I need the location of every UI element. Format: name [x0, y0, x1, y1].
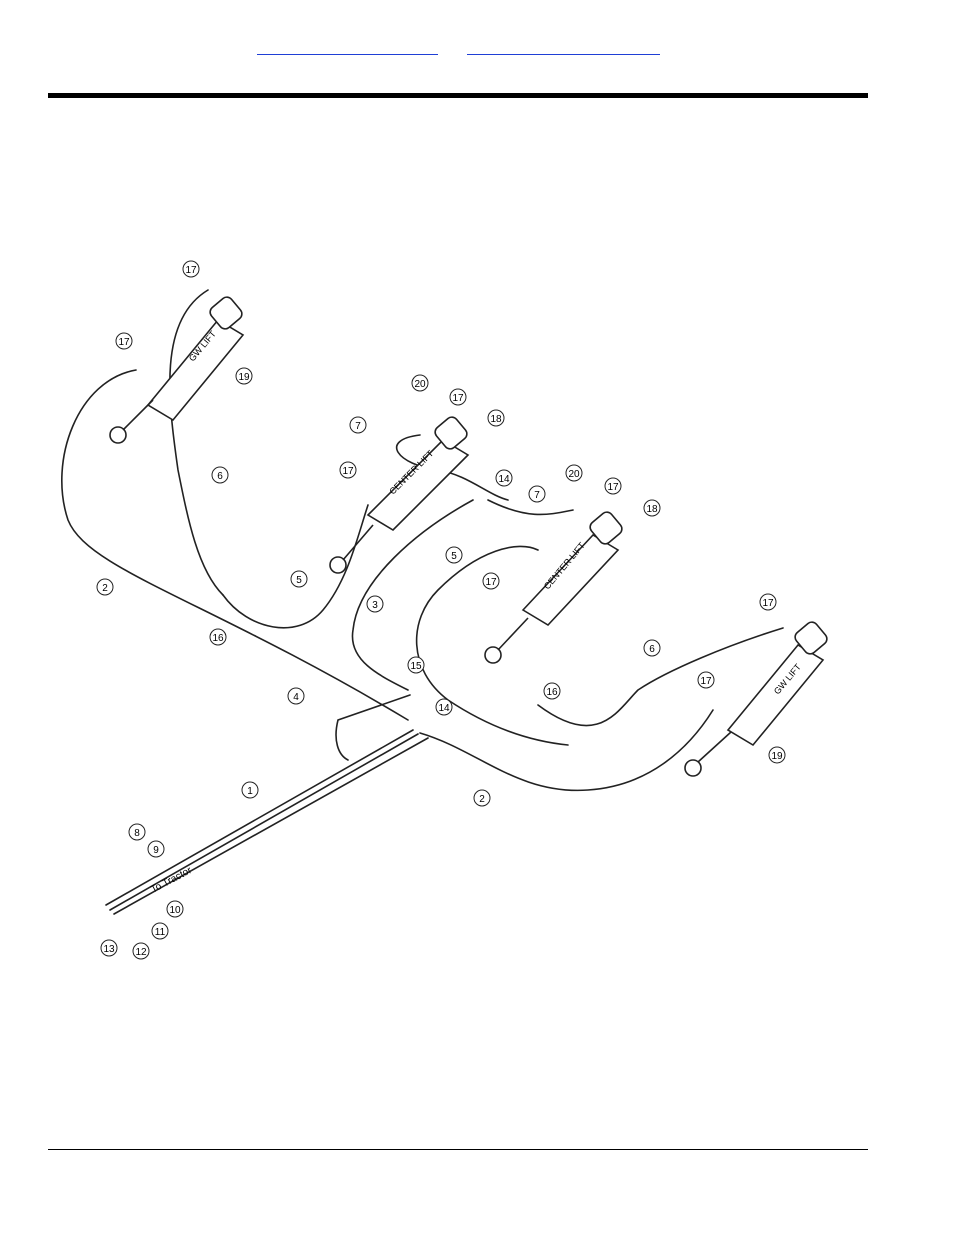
callout-17b: 17 — [115, 332, 133, 350]
callout-17c: 17 — [449, 388, 467, 406]
svg-text:16: 16 — [212, 633, 224, 644]
hose-4 — [335, 694, 411, 761]
callout-4a: 4 — [287, 687, 305, 705]
nav-link-1[interactable] — [257, 40, 438, 55]
svg-text:14: 14 — [498, 474, 510, 485]
hose-6-right — [537, 627, 784, 727]
svg-text:19: 19 — [238, 372, 250, 383]
callout-20a: 20 — [411, 374, 429, 392]
cylinder-center-left — [329, 416, 470, 574]
callout-5a: 5 — [445, 546, 463, 564]
callout-5b: 5 — [290, 570, 308, 588]
svg-text:15: 15 — [410, 661, 422, 672]
footer-rule — [48, 1149, 868, 1150]
hose-3 — [351, 499, 474, 691]
callout-12a: 12 — [132, 942, 150, 960]
callout-11a: 11 — [151, 922, 169, 940]
svg-text:17: 17 — [762, 598, 774, 609]
hose-2-right — [419, 709, 714, 792]
svg-text:6: 6 — [649, 644, 655, 655]
svg-text:2: 2 — [102, 583, 108, 594]
callout-18b: 18 — [643, 499, 661, 517]
callout-19b: 19 — [768, 746, 786, 764]
svg-text:17: 17 — [700, 676, 712, 687]
callout-19a: 19 — [235, 367, 253, 385]
svg-text:12: 12 — [135, 947, 147, 958]
svg-text:7: 7 — [534, 490, 540, 501]
svg-text:9: 9 — [153, 845, 159, 856]
hose-5-right — [415, 545, 569, 746]
svg-text:17: 17 — [185, 265, 197, 276]
svg-text:10: 10 — [169, 905, 181, 916]
callout-8a: 8 — [128, 823, 146, 841]
callout-7a: 7 — [349, 416, 367, 434]
callout-6a: 6 — [211, 466, 229, 484]
hose-6-left — [169, 289, 224, 596]
to-tractor-label: To Tractor — [149, 865, 194, 896]
callout-16a: 16 — [209, 628, 227, 646]
svg-text:6: 6 — [217, 471, 223, 482]
svg-text:5: 5 — [296, 575, 302, 586]
hose-1c — [113, 737, 429, 915]
nav-link-2[interactable] — [467, 40, 660, 55]
header-rule — [48, 93, 868, 98]
callout-17f: 17 — [482, 572, 500, 590]
svg-text:11: 11 — [155, 927, 166, 938]
callout-17a: 17 — [182, 260, 200, 278]
callout-2b: 2 — [473, 789, 491, 807]
svg-text:14: 14 — [438, 703, 450, 714]
hose-2-left — [61, 369, 409, 721]
svg-text:17: 17 — [342, 466, 354, 477]
callout-16b: 16 — [543, 682, 561, 700]
svg-text:19: 19 — [771, 751, 783, 762]
callout-18a: 18 — [487, 409, 505, 427]
svg-text:2: 2 — [479, 794, 485, 805]
svg-text:5: 5 — [451, 551, 457, 562]
svg-text:8: 8 — [134, 828, 140, 839]
svg-text:17: 17 — [607, 482, 619, 493]
hose-1a — [105, 729, 414, 906]
callout-14a: 14 — [495, 469, 513, 487]
cylinder-center-right — [484, 511, 623, 664]
svg-text:18: 18 — [646, 504, 658, 515]
callout-9a: 9 — [147, 840, 165, 858]
hose-1b — [109, 733, 419, 911]
svg-text:16: 16 — [546, 687, 558, 698]
svg-text:4: 4 — [293, 692, 299, 703]
callout-6b: 6 — [643, 639, 661, 657]
callout-13a: 13 — [100, 939, 118, 957]
svg-text:17: 17 — [452, 393, 464, 404]
svg-text:1: 1 — [247, 786, 253, 797]
callout-1a: 1 — [241, 781, 259, 799]
callout-17g: 17 — [759, 593, 777, 611]
svg-text:18: 18 — [490, 414, 502, 425]
callout-17d: 17 — [339, 461, 357, 479]
callout-17e: 17 — [604, 477, 622, 495]
callout-15a: 15 — [407, 656, 425, 674]
hydraulic-diagram: GW LIFT CENTER LIFT CENTER LIFT GW LIFT … — [61, 260, 828, 960]
callout-2a: 2 — [96, 578, 114, 596]
svg-text:20: 20 — [414, 379, 426, 390]
callout-14b: 14 — [435, 698, 453, 716]
svg-text:7: 7 — [355, 421, 361, 432]
svg-text:17: 17 — [485, 577, 497, 588]
callout-10a: 10 — [166, 900, 184, 918]
cylinder-gw-right — [684, 621, 828, 777]
hose-7-right — [487, 499, 574, 516]
callout-20b: 20 — [565, 464, 583, 482]
svg-text:3: 3 — [372, 600, 378, 611]
svg-text:20: 20 — [568, 469, 580, 480]
cylinder-gw-left — [109, 296, 245, 444]
hose-5-left — [222, 504, 369, 629]
svg-text:13: 13 — [103, 944, 115, 955]
callout-7b: 7 — [528, 485, 546, 503]
callout-3a: 3 — [366, 595, 384, 613]
svg-text:17: 17 — [118, 337, 130, 348]
callout-17h: 17 — [697, 671, 715, 689]
